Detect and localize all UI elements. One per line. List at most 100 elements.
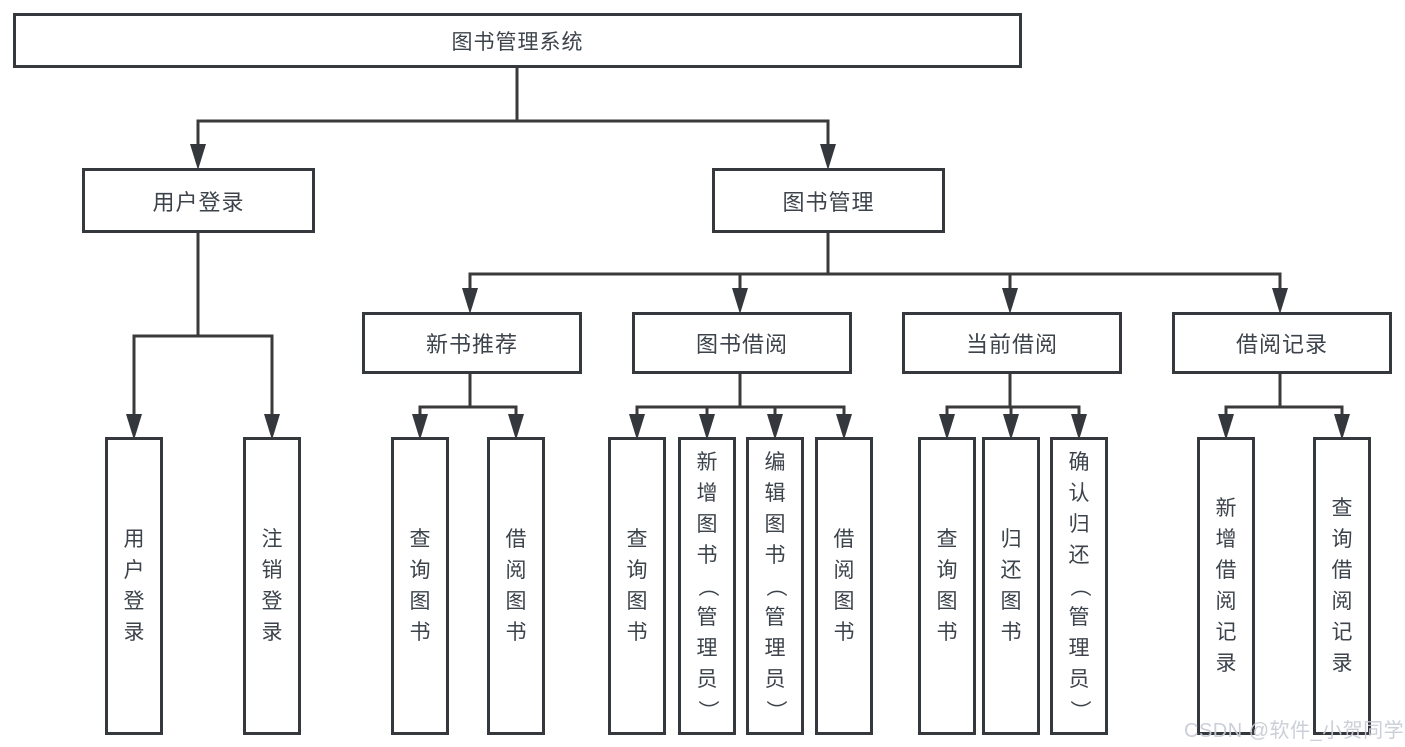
- node-current-borrowing-label: 当前借阅: [965, 332, 1058, 357]
- leaf-add-book-admin: 新增图书（管理员）: [678, 437, 736, 735]
- node-library-system: 图书管理系统: [13, 13, 1022, 68]
- label-char: 书: [409, 621, 431, 644]
- label-char: 询: [1331, 528, 1353, 551]
- leaf-query-books-recommend: 查询图书: [391, 437, 449, 735]
- label-char: 书: [696, 543, 718, 567]
- label-char: 新: [696, 450, 718, 474]
- label-char: 询: [409, 559, 431, 582]
- node-library-system-label: 图书管理系统: [451, 30, 584, 54]
- node-borrowing-records: 借阅记录: [1172, 312, 1392, 374]
- label-char: 管: [696, 605, 718, 629]
- label-char: 登: [123, 590, 145, 613]
- leaf-borrow-books-recommend: 借阅图书: [487, 437, 545, 735]
- label-char: 户: [123, 559, 145, 582]
- leaf-query-books-borrow: 查询图书: [608, 437, 666, 735]
- label-char: 书: [833, 621, 855, 644]
- label-char: 录: [1215, 652, 1237, 675]
- leaf-return-books-label: 归还图书: [1001, 524, 1022, 648]
- label-char: 记: [1331, 621, 1353, 644]
- node-new-book-recommend: 新书推荐: [362, 312, 582, 374]
- label-char: 还: [1068, 543, 1090, 567]
- node-book-borrowing-label: 图书借阅: [695, 332, 788, 357]
- label-char: 记: [1215, 621, 1237, 644]
- label-char: 书: [505, 621, 527, 644]
- leaf-edit-book-admin: 编辑图书（管理员）: [746, 437, 804, 735]
- label-char: 录: [261, 621, 283, 644]
- label-char: 理: [696, 636, 718, 660]
- label-char: （: [1067, 575, 1091, 597]
- label-char: 书: [1000, 621, 1022, 644]
- label-char: 还: [1000, 559, 1022, 582]
- label-char: 增: [696, 481, 718, 505]
- node-book-management: 图书管理: [712, 168, 945, 233]
- leaf-query-books-current-label: 查询图书: [937, 524, 958, 648]
- label-char: 阅: [1215, 590, 1237, 613]
- leaf-query-books-current: 查询图书: [918, 437, 976, 735]
- label-char: 归: [1000, 528, 1022, 551]
- label-char: 阅: [1331, 590, 1353, 613]
- label-char: 查: [936, 528, 958, 551]
- label-char: 录: [123, 621, 145, 644]
- label-char: 认: [1068, 481, 1090, 505]
- label-char: 销: [261, 559, 283, 582]
- label-char: 阅: [505, 559, 527, 582]
- node-borrowing-records-label: 借阅记录: [1235, 332, 1328, 357]
- leaf-add-borrow-record: 新增借阅记录: [1197, 437, 1255, 735]
- node-current-borrowing: 当前借阅: [902, 312, 1122, 374]
- label-char: 登: [261, 590, 283, 613]
- label-char: 用: [123, 528, 145, 551]
- label-char: （: [763, 575, 787, 597]
- leaf-logout-label: 注销登录: [262, 524, 283, 648]
- label-char: 图: [505, 590, 527, 613]
- leaf-user-login-label: 用户登录: [124, 524, 145, 648]
- label-char: 归: [1068, 512, 1090, 536]
- label-char: 借: [833, 528, 855, 551]
- label-char: （: [695, 575, 719, 597]
- label-char: 图: [764, 512, 786, 536]
- node-user-login: 用户登录: [82, 168, 315, 233]
- label-char: 员: [764, 667, 786, 691]
- node-new-book-recommend-label: 新书推荐: [425, 332, 518, 357]
- label-char: 图: [409, 590, 431, 613]
- leaf-add-book-admin-label: 新增图书（管理员）: [696, 447, 719, 726]
- label-char: 管: [764, 605, 786, 629]
- label-char: 书: [626, 621, 648, 644]
- leaf-user-login: 用户登录: [105, 437, 163, 735]
- leaf-edit-book-admin-label: 编辑图书（管理员）: [764, 447, 787, 726]
- label-char: 注: [261, 528, 283, 551]
- label-char: 编: [764, 450, 786, 474]
- label-char: 图: [626, 590, 648, 613]
- label-char: 查: [409, 528, 431, 551]
- leaf-logout: 注销登录: [243, 437, 301, 735]
- label-char: 理: [1068, 636, 1090, 660]
- leaf-borrow-books-recommend-label: 借阅图书: [506, 524, 527, 648]
- label-char: 图: [833, 590, 855, 613]
- label-char: 借: [1215, 559, 1237, 582]
- label-char: 书: [764, 543, 786, 567]
- leaf-borrow-books-borrow: 借阅图书: [815, 437, 873, 735]
- label-char: 辑: [764, 481, 786, 505]
- label-char: 管: [1068, 605, 1090, 629]
- node-book-management-label: 图书管理: [782, 189, 875, 215]
- leaf-confirm-return-admin-label: 确认归还（管理员）: [1068, 447, 1091, 726]
- label-char: 员: [1068, 667, 1090, 691]
- label-char: 借: [1331, 559, 1353, 582]
- label-char: 查: [626, 528, 648, 551]
- label-char: 员: [696, 667, 718, 691]
- label-char: 图: [1000, 590, 1022, 613]
- label-char: 录: [1331, 652, 1353, 675]
- label-char: ）: [1067, 699, 1091, 721]
- label-char: 增: [1215, 528, 1237, 551]
- leaf-borrow-books-borrow-label: 借阅图书: [834, 524, 855, 648]
- leaf-query-books-recommend-label: 查询图书: [410, 524, 431, 648]
- label-char: 书: [936, 621, 958, 644]
- label-char: 查: [1331, 497, 1353, 520]
- leaf-return-books: 归还图书: [982, 437, 1040, 735]
- node-book-borrowing: 图书借阅: [632, 312, 852, 374]
- label-char: 询: [626, 559, 648, 582]
- label-char: 图: [936, 590, 958, 613]
- label-char: 借: [505, 528, 527, 551]
- csdn-watermark: CSDN @软件_小贺同学: [1184, 720, 1405, 742]
- leaf-query-borrow-record: 查询借阅记录: [1313, 437, 1371, 735]
- leaf-confirm-return-admin: 确认归还（管理员）: [1050, 437, 1108, 735]
